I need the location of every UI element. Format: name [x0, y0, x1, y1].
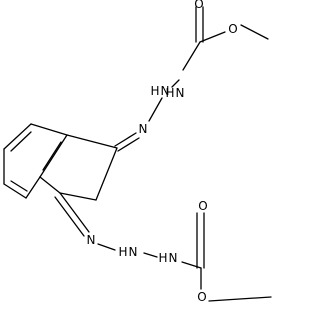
bond-top-imine-b: [117, 137, 140, 152]
atom-n-bottom-1: N: [129, 245, 138, 259]
atom-o-top-ester: O: [228, 22, 237, 36]
atom-n-top-1: N: [176, 86, 185, 100]
bond-ring-c7a-c3a: [39, 134, 68, 178]
bond-top-imine-a: [114, 132, 137, 147]
bond-ring-c4-c3a: [25, 176, 41, 199]
atom-n-top-2: N: [161, 84, 170, 98]
bond-ring-c5-c4-inner: [10, 180, 28, 192]
bond-c1-c7a: [66, 134, 118, 149]
atom-o-bottom-carbonyl: O: [198, 199, 207, 213]
atom-n-bottom-imine: N: [87, 233, 96, 247]
bond-ring-c7a-c3a-inner: [42, 141, 62, 171]
bond-top-nh-n: [148, 97, 163, 122]
bond-c1-ch2: [95, 147, 118, 201]
bond-ring-c5-c4: [3, 183, 27, 199]
atom-n-bottom-2: N: [169, 251, 178, 265]
bond-bottom-n-nh: [97, 243, 116, 251]
atom-o-top-carbonyl: O: [194, 0, 203, 11]
bond-top-c-nh: [182, 41, 201, 71]
bond-bottom-imine-a: [59, 192, 90, 233]
chemical-structure-diagram: O O N H N H N N H N H N O O: [3, 0, 272, 304]
atom-n-top-imine: N: [139, 122, 148, 136]
bond-bottom-nh-nh: [143, 252, 158, 258]
atom-o-bottom-ester: O: [197, 290, 206, 304]
atom-h-top-2: H: [150, 84, 159, 98]
bond-ring-c7a-c7: [30, 123, 68, 136]
bond-bottom-imine-b: [54, 196, 85, 237]
bond-bottom-nh-c: [181, 261, 202, 269]
bond-c3a-c3: [39, 176, 61, 194]
bond-top-nh-nh: [171, 79, 180, 88]
bond-ring-c7-c6: [3, 123, 32, 150]
atom-h-bottom-2: H: [158, 251, 167, 265]
bond-ring-c7-c6-inner: [10, 131, 32, 152]
bond-top-o-methyl: [240, 24, 269, 40]
bond-bottom-o-methyl: [208, 296, 272, 302]
bond-top-c-o: [199, 31, 226, 43]
atom-h-bottom-1: H: [118, 245, 127, 259]
atom-h-top-1: H: [165, 86, 174, 100]
bond-ch2-c3: [59, 192, 97, 201]
